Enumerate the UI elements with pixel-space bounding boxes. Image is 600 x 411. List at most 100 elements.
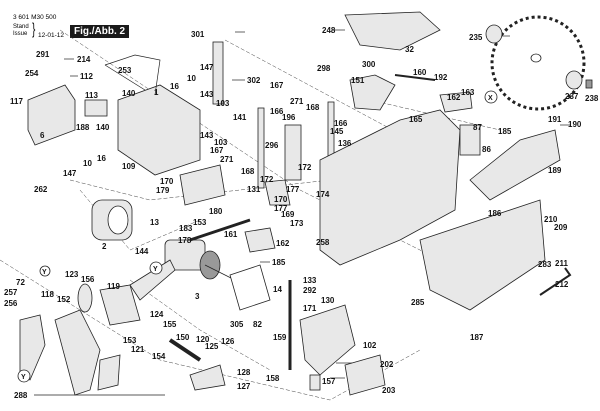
part-label[interactable]: 1 bbox=[154, 88, 159, 97]
part-label[interactable]: 186 bbox=[488, 209, 502, 218]
part-label[interactable]: 166 bbox=[334, 119, 348, 128]
part-label[interactable]: 185 bbox=[498, 127, 512, 136]
part-label[interactable]: 298 bbox=[317, 64, 331, 73]
part-label[interactable]: 128 bbox=[237, 368, 251, 377]
part-label[interactable]: 103 bbox=[216, 99, 230, 108]
part-label[interactable]: 170 bbox=[274, 195, 288, 204]
part-label[interactable]: 158 bbox=[266, 374, 280, 383]
part-label[interactable]: 3 bbox=[195, 292, 200, 301]
part-label[interactable]: 214 bbox=[77, 55, 91, 64]
part-label[interactable]: 147 bbox=[63, 169, 77, 178]
part-label[interactable]: 162 bbox=[276, 239, 290, 248]
part-label[interactable]: 168 bbox=[241, 167, 255, 176]
part-label[interactable]: 256 bbox=[4, 299, 18, 308]
part-label[interactable]: 10 bbox=[83, 159, 92, 168]
part-label[interactable]: 288 bbox=[14, 391, 28, 400]
part-label[interactable]: 166 bbox=[270, 107, 284, 116]
part-label[interactable]: 13 bbox=[150, 218, 159, 227]
part-label[interactable]: 253 bbox=[118, 66, 132, 75]
part-label[interactable]: 202 bbox=[380, 360, 394, 369]
part-label[interactable]: 172 bbox=[260, 175, 274, 184]
part-label[interactable]: 145 bbox=[330, 127, 344, 136]
part-label[interactable]: 2 bbox=[102, 242, 107, 251]
part-label[interactable]: 140 bbox=[96, 123, 110, 132]
part-label[interactable]: 131 bbox=[247, 185, 261, 194]
part-label[interactable]: 305 bbox=[230, 320, 244, 329]
part-label[interactable]: 125 bbox=[205, 342, 219, 351]
part-label[interactable]: 196 bbox=[282, 113, 296, 122]
part-label[interactable]: 189 bbox=[548, 166, 562, 175]
part-label[interactable]: 257 bbox=[4, 288, 18, 297]
part-label[interactable]: 82 bbox=[253, 320, 262, 329]
part-label[interactable]: 168 bbox=[306, 103, 320, 112]
part-label[interactable]: 187 bbox=[470, 333, 484, 342]
part-label[interactable]: 14 bbox=[273, 285, 282, 294]
part-label[interactable]: 172 bbox=[298, 163, 312, 172]
part-label[interactable]: 144 bbox=[135, 247, 149, 256]
part-label[interactable]: 271 bbox=[220, 155, 234, 164]
part-label[interactable]: 86 bbox=[482, 145, 491, 154]
part-label[interactable]: 192 bbox=[434, 73, 448, 82]
part-label[interactable]: 112 bbox=[80, 72, 93, 81]
part-label[interactable]: 16 bbox=[170, 82, 179, 91]
part-label[interactable]: 160 bbox=[413, 68, 427, 77]
part-label[interactable]: 296 bbox=[265, 141, 279, 150]
part-label[interactable]: 254 bbox=[25, 69, 39, 78]
part-label[interactable]: 183 bbox=[179, 224, 193, 233]
part-label[interactable]: 87 bbox=[473, 123, 482, 132]
part-label[interactable]: 271 bbox=[290, 97, 304, 106]
part-label[interactable]: 162 bbox=[447, 93, 461, 102]
part-label[interactable]: 118 bbox=[41, 290, 54, 299]
part-label[interactable]: 119 bbox=[107, 282, 120, 291]
part-label[interactable]: 155 bbox=[163, 320, 177, 329]
part-label[interactable]: 153 bbox=[123, 336, 137, 345]
part-label[interactable]: 167 bbox=[270, 81, 284, 90]
part-label[interactable]: 6 bbox=[40, 131, 45, 140]
part-label[interactable]: 177 bbox=[274, 204, 288, 213]
part-label[interactable]: 248 bbox=[322, 26, 336, 35]
part-label[interactable]: 191 bbox=[548, 115, 562, 124]
part-label[interactable]: 72 bbox=[16, 278, 25, 287]
part-label[interactable]: 113 bbox=[85, 91, 98, 100]
part-label[interactable]: 141 bbox=[233, 113, 247, 122]
part-label[interactable]: 102 bbox=[363, 341, 377, 350]
part-label[interactable]: 159 bbox=[273, 333, 287, 342]
part-label[interactable]: 190 bbox=[568, 120, 582, 129]
part-label[interactable]: 10 bbox=[187, 74, 196, 83]
part-label[interactable]: 153 bbox=[193, 218, 207, 227]
part-label[interactable]: 127 bbox=[237, 382, 251, 391]
part-label[interactable]: 117 bbox=[10, 97, 23, 106]
part-label[interactable]: 170 bbox=[160, 177, 174, 186]
part-label[interactable]: 109 bbox=[122, 162, 136, 171]
part-label[interactable]: 235 bbox=[469, 33, 483, 42]
part-label[interactable]: 133 bbox=[303, 276, 317, 285]
part-label[interactable]: 143 bbox=[200, 90, 214, 99]
part-label[interactable]: 167 bbox=[210, 146, 224, 155]
part-label[interactable]: 292 bbox=[303, 286, 317, 295]
part-label[interactable]: 151 bbox=[351, 76, 365, 85]
part-label[interactable]: 301 bbox=[191, 30, 205, 39]
part-label[interactable]: 16 bbox=[97, 154, 106, 163]
part-label[interactable]: 291 bbox=[36, 50, 50, 59]
part-label[interactable]: 136 bbox=[338, 139, 352, 148]
part-label[interactable]: 140 bbox=[122, 89, 136, 98]
part-label[interactable]: 285 bbox=[411, 298, 425, 307]
part-label[interactable]: 258 bbox=[316, 238, 330, 247]
part-label[interactable]: 152 bbox=[57, 295, 71, 304]
part-label[interactable]: 121 bbox=[131, 345, 145, 354]
part-label[interactable]: 150 bbox=[176, 333, 190, 342]
part-label[interactable]: 171 bbox=[303, 304, 317, 313]
part-label[interactable]: 157 bbox=[322, 377, 336, 386]
part-label[interactable]: 154 bbox=[152, 352, 166, 361]
part-label[interactable]: 188 bbox=[76, 123, 90, 132]
part-label[interactable]: 203 bbox=[382, 386, 396, 395]
part-label[interactable]: 124 bbox=[150, 310, 164, 319]
part-label[interactable]: 173 bbox=[290, 219, 304, 228]
part-label[interactable]: 163 bbox=[461, 88, 475, 97]
part-label[interactable]: 130 bbox=[321, 296, 335, 305]
part-label[interactable]: 177 bbox=[286, 185, 300, 194]
part-label[interactable]: 210 bbox=[544, 215, 558, 224]
part-label[interactable]: 174 bbox=[316, 190, 330, 199]
part-label[interactable]: 178 bbox=[178, 236, 192, 245]
part-label[interactable]: 161 bbox=[224, 230, 238, 239]
